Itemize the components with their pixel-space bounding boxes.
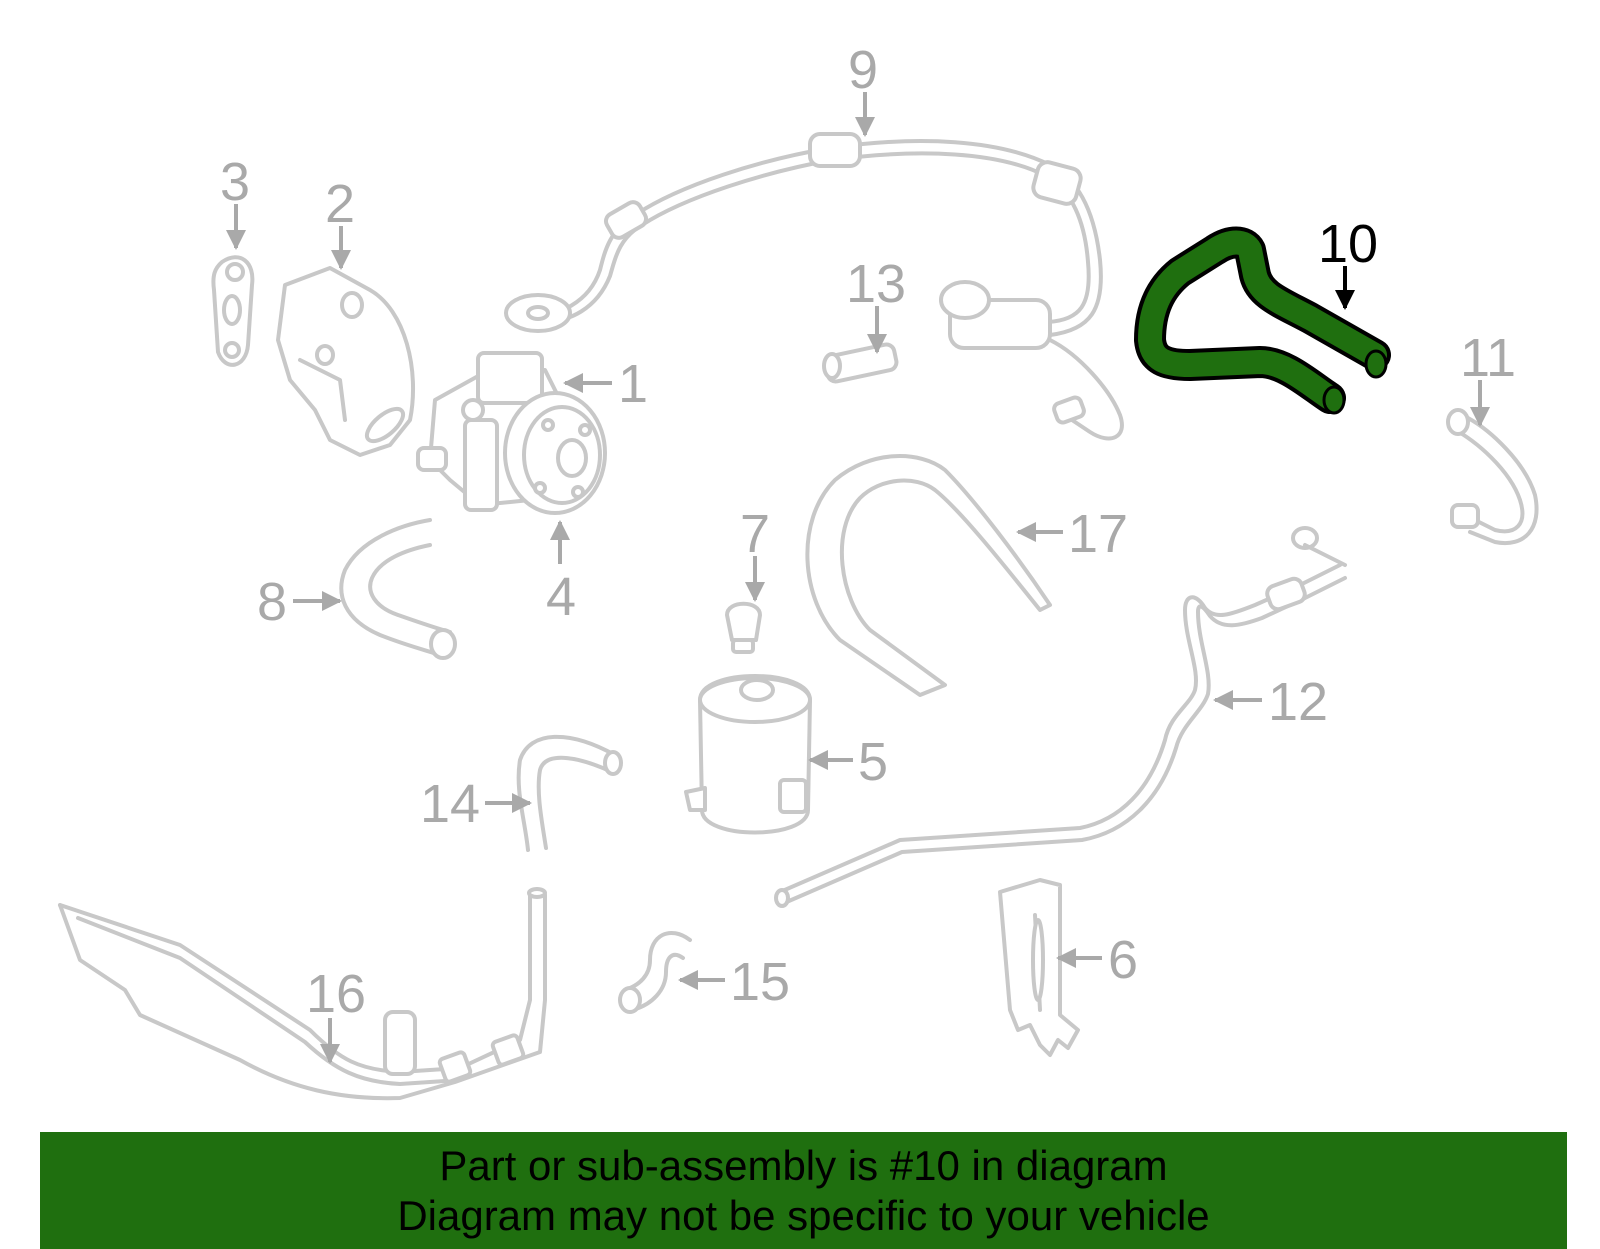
part-17-belt[interactable]	[805, 454, 1052, 697]
callout-9: 9	[848, 40, 878, 100]
callout-13: 13	[846, 254, 906, 314]
callout-arrows	[226, 92, 1490, 1064]
callout-1: 1	[618, 354, 648, 414]
callout-10-highlighted: 10	[1318, 214, 1378, 274]
part-10-return-hose[interactable]	[1134, 226, 1391, 415]
callout-11: 11	[1460, 328, 1516, 388]
callout-12: 12	[1268, 672, 1328, 732]
part-14-hose[interactable]	[516, 734, 623, 852]
callout-4: 4	[546, 567, 576, 627]
callout-7: 7	[740, 504, 770, 564]
part-8-hose[interactable]	[339, 518, 457, 660]
callout-14: 14	[420, 774, 480, 834]
part-6-bracket[interactable]	[998, 878, 1080, 1057]
part-5-reservoir[interactable]	[684, 674, 812, 835]
part-7-cap[interactable]	[725, 601, 762, 654]
part-2-bracket[interactable]	[276, 266, 415, 457]
callout-8: 8	[257, 572, 287, 632]
part-3-gasket[interactable]	[211, 255, 255, 367]
part-15-hose[interactable]	[618, 930, 692, 1014]
part-11-hose[interactable]	[1446, 408, 1539, 546]
parts-diagram: 9 3 2 1 4 8 13 17 7 5 12 11 14 15 6 16 1…	[58, 40, 1539, 1101]
info-banner: Part or sub-assembly is #10 in diagram D…	[40, 1132, 1567, 1249]
part-4-pulley[interactable]	[503, 391, 607, 515]
part-13-fitting[interactable]	[822, 342, 899, 384]
part-16-cooler[interactable]	[58, 887, 547, 1101]
callout-3: 3	[220, 152, 250, 212]
banner-line-2: Diagram may not be specific to your vehi…	[397, 1191, 1210, 1239]
callout-labels: 9 3 2 1 4 8 13 17 7 5 12 11 14 15 6 16 1…	[220, 40, 1516, 1024]
callout-15: 15	[730, 952, 790, 1012]
callout-5: 5	[858, 732, 888, 792]
callout-17: 17	[1068, 504, 1128, 564]
banner-line-1: Part or sub-assembly is #10 in diagram	[439, 1141, 1168, 1189]
part-9-pressure-hose[interactable]	[504, 132, 1124, 441]
callout-2: 2	[325, 174, 355, 234]
callout-16: 16	[306, 964, 366, 1024]
part-12-return-pipe[interactable]	[774, 526, 1347, 908]
callout-6: 6	[1108, 930, 1138, 990]
